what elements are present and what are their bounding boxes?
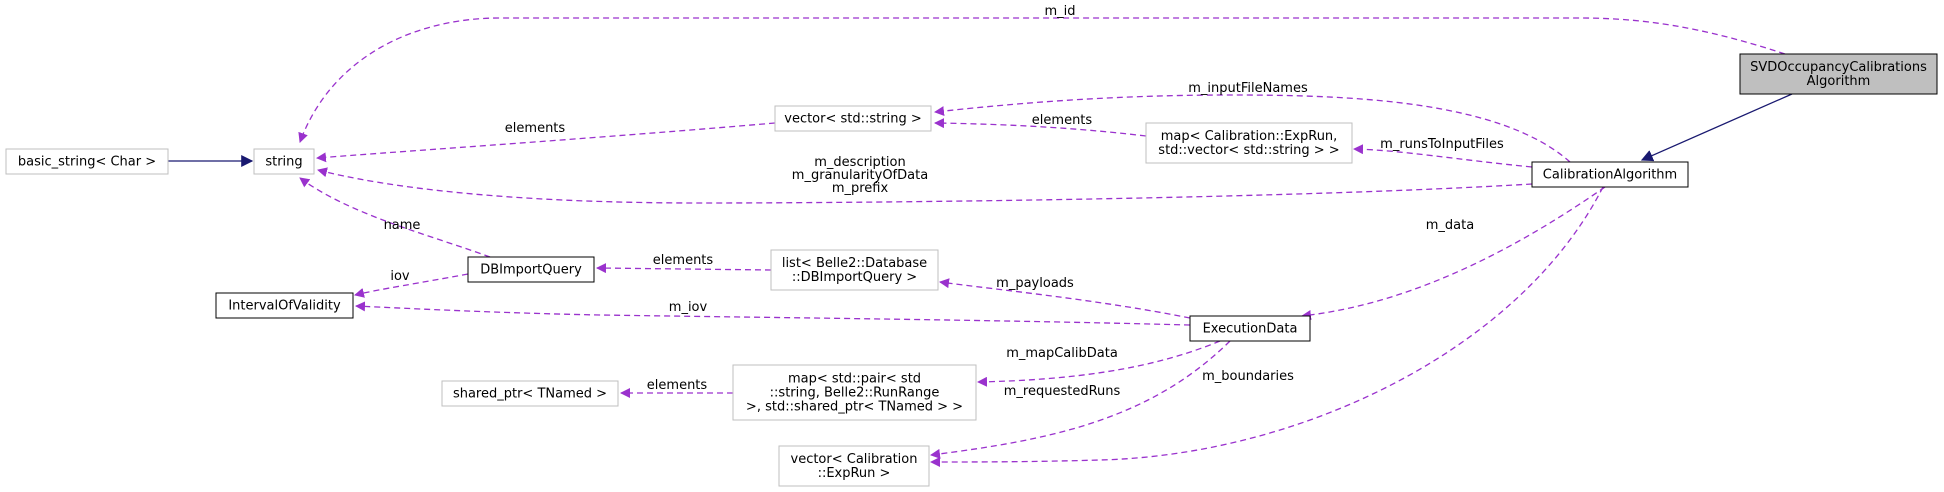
class-node-label: shared_ptr< TNamed >	[453, 387, 607, 402]
nodes-layer: SVDOccupancyCalibrationsAlgorithmCalibra…	[5, 53, 1938, 487]
class-node-box	[778, 445, 930, 487]
class-node-calib[interactable]: CalibrationAlgorithm	[1531, 161, 1689, 188]
edge-calib-to-map1	[1353, 144, 1533, 168]
edge-calib-to-string	[317, 167, 1533, 204]
edge-label: iov	[390, 269, 410, 284]
class-node-label: IntervalOfValidity	[228, 299, 341, 314]
class-node-basic: basic_string< Char >	[5, 148, 169, 175]
class-node-label: Algorithm	[1807, 74, 1871, 89]
class-node-label: ::string, Belle2::RunRange	[770, 386, 940, 401]
class-node-box	[1739, 53, 1938, 95]
edge-label: elements	[647, 378, 708, 393]
edge-dbq-to-string	[299, 177, 491, 258]
edge-calib-to-vecexp	[930, 186, 1604, 467]
class-node-label: ExecutionData	[1203, 322, 1298, 337]
class-node-iov[interactable]: IntervalOfValidity	[215, 292, 354, 319]
edge-exec-to-map2	[977, 340, 1221, 387]
edge-label: m_prefix	[832, 181, 889, 196]
edge-label: m_inputFileNames	[1188, 81, 1308, 96]
class-node-label: ::DBImportQuery >	[792, 270, 917, 285]
class-node-box	[1531, 161, 1689, 188]
edge-exec-to-iov	[355, 301, 1191, 326]
edge-label: elements	[1032, 113, 1093, 128]
class-node-label: basic_string< Char >	[18, 155, 156, 170]
class-node-shptr: shared_ptr< TNamed >	[441, 380, 619, 407]
class-node-box	[253, 148, 315, 175]
class-node-box	[1189, 315, 1311, 342]
edge-labels-layer: m_id m_inputFileNames elements elements m_ru…	[384, 4, 1504, 399]
edge-label: m_runsToInputFiles	[1380, 137, 1504, 152]
edge-label: m_data	[1426, 218, 1474, 233]
class-node-list: list< Belle2::Database::DBImportQuery >	[770, 249, 939, 291]
edge-exec-to-list	[939, 278, 1191, 319]
class-node-label: CalibrationAlgorithm	[1543, 168, 1677, 183]
edge-label: m_boundaries	[1202, 369, 1294, 384]
class-node-label: list< Belle2::Database	[782, 256, 927, 271]
class-node-box	[1145, 122, 1353, 164]
edge-list-to-dbq	[596, 263, 772, 274]
edge-label: elements	[653, 253, 714, 268]
class-node-box	[215, 292, 354, 319]
edge-label: m_iov	[669, 300, 708, 315]
edge-svd-to-calib	[1640, 93, 1793, 162]
class-node-label: >, std::shared_ptr< TNamed > >	[746, 400, 963, 415]
class-node-box	[467, 256, 595, 283]
edge-label: elements	[505, 121, 566, 136]
edge-label: m_payloads	[996, 276, 1074, 291]
class-node-box	[774, 105, 932, 132]
class-node-label: vector< Calibration	[791, 452, 918, 467]
class-node-box	[5, 148, 169, 175]
class-node-dbq[interactable]: DBImportQuery	[467, 256, 595, 283]
class-node-map2: map< std::pair< std::string, Belle2::Run…	[732, 364, 977, 421]
edge-vecstr-to-string	[316, 122, 776, 163]
class-node-vecstr: vector< std::string >	[774, 105, 932, 132]
class-node-label: ::ExpRun >	[818, 466, 891, 481]
edges-layer	[168, 17, 1793, 467]
edge-dbq-to-iov	[354, 273, 469, 298]
edge-map1-to-vecstr	[934, 118, 1147, 137]
class-node-label: string	[265, 155, 302, 170]
edge-label: m_mapCalibData	[1006, 346, 1118, 361]
class-node-label: vector< std::string >	[784, 112, 921, 127]
edge-calib-to-exec	[1301, 186, 1606, 320]
class-node-box	[770, 249, 939, 291]
class-node-label: map< Calibration::ExpRun,	[1161, 129, 1338, 144]
class-node-box	[732, 364, 977, 421]
class-node-map1: map< Calibration::ExpRun,std::vector< st…	[1145, 122, 1353, 164]
class-node-vecexp: vector< Calibration::ExpRun >	[778, 445, 930, 487]
class-node-exec[interactable]: ExecutionData	[1189, 315, 1311, 342]
edge-label: name	[384, 218, 421, 233]
edge-calib-to-vecstr	[934, 94, 1571, 163]
class-node-label: map< std::pair< std	[788, 372, 921, 387]
edge-label: m_granularityOfData	[792, 168, 928, 183]
class-node-label: std::vector< std::string > >	[1158, 143, 1339, 158]
class-node-box	[441, 380, 619, 407]
class-node-string: string	[253, 148, 315, 175]
edge-label: m_requestedRuns	[1004, 384, 1121, 399]
edge-svd-to-string	[298, 17, 1786, 143]
edge-label: m_id	[1044, 4, 1075, 19]
class-node-label: DBImportQuery	[480, 263, 582, 278]
edge-exec-to-vecexp	[930, 340, 1231, 459]
class-node-label: SVDOccupancyCalibrations	[1750, 60, 1927, 75]
edge-label: m_description	[814, 155, 905, 170]
